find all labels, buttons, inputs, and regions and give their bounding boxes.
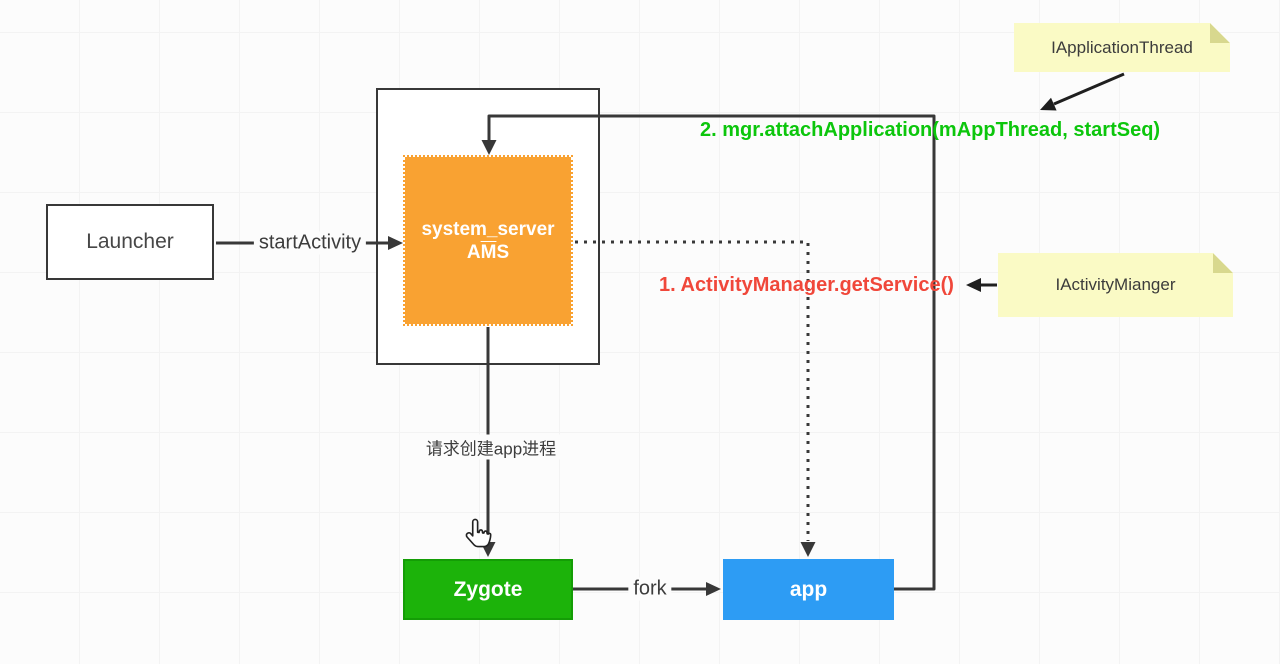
note-application-thread-pointer-arrowhead [1040,97,1057,111]
app-label: app [789,577,828,601]
edge-label-fork: fork [628,577,672,601]
node-system-server-ams[interactable]: system_server AMS [403,155,573,326]
edge-label-start-activity: startActivity [253,231,367,255]
sticky-note-activity-manager[interactable]: IActivityMianger [998,253,1233,317]
edge-get-service-dotted-line [575,240,810,541]
annotation-get-service: 1. ActivityManager.getService() [659,274,954,296]
hand-cursor-icon [465,518,492,548]
node-zygote[interactable]: Zygote [403,559,573,620]
edge-attach-application-line [487,114,936,591]
launcher-label: Launcher [86,230,174,253]
node-app[interactable]: app [723,559,894,620]
sticky-note-application-thread-label: IApplicationThread [1051,37,1193,57]
edge-start-activity-arrowhead [388,236,403,250]
sticky-note-application-thread[interactable]: IApplicationThread [1014,23,1230,72]
sticky-note-activity-manager-label: IActivityMianger [1055,275,1176,294]
note-application-thread-pointer-line [1053,72,1125,106]
ams-label-line2: AMS [466,241,510,263]
note-activity-manager-pointer-arrowhead [966,278,981,292]
ams-label-line1: system_server [421,218,555,240]
edge-label-create-app-process: 请求创建app进程 [420,434,562,460]
zygote-label: Zygote [453,577,523,601]
edge-fork-arrowhead [706,582,721,596]
edge-attach-application-arrowhead [481,140,497,155]
annotation-attach-application: 2. mgr.attachApplication(mAppThread, sta… [700,119,1161,141]
edge-get-service-arrowhead [800,542,816,557]
node-launcher[interactable]: Launcher [46,204,214,280]
